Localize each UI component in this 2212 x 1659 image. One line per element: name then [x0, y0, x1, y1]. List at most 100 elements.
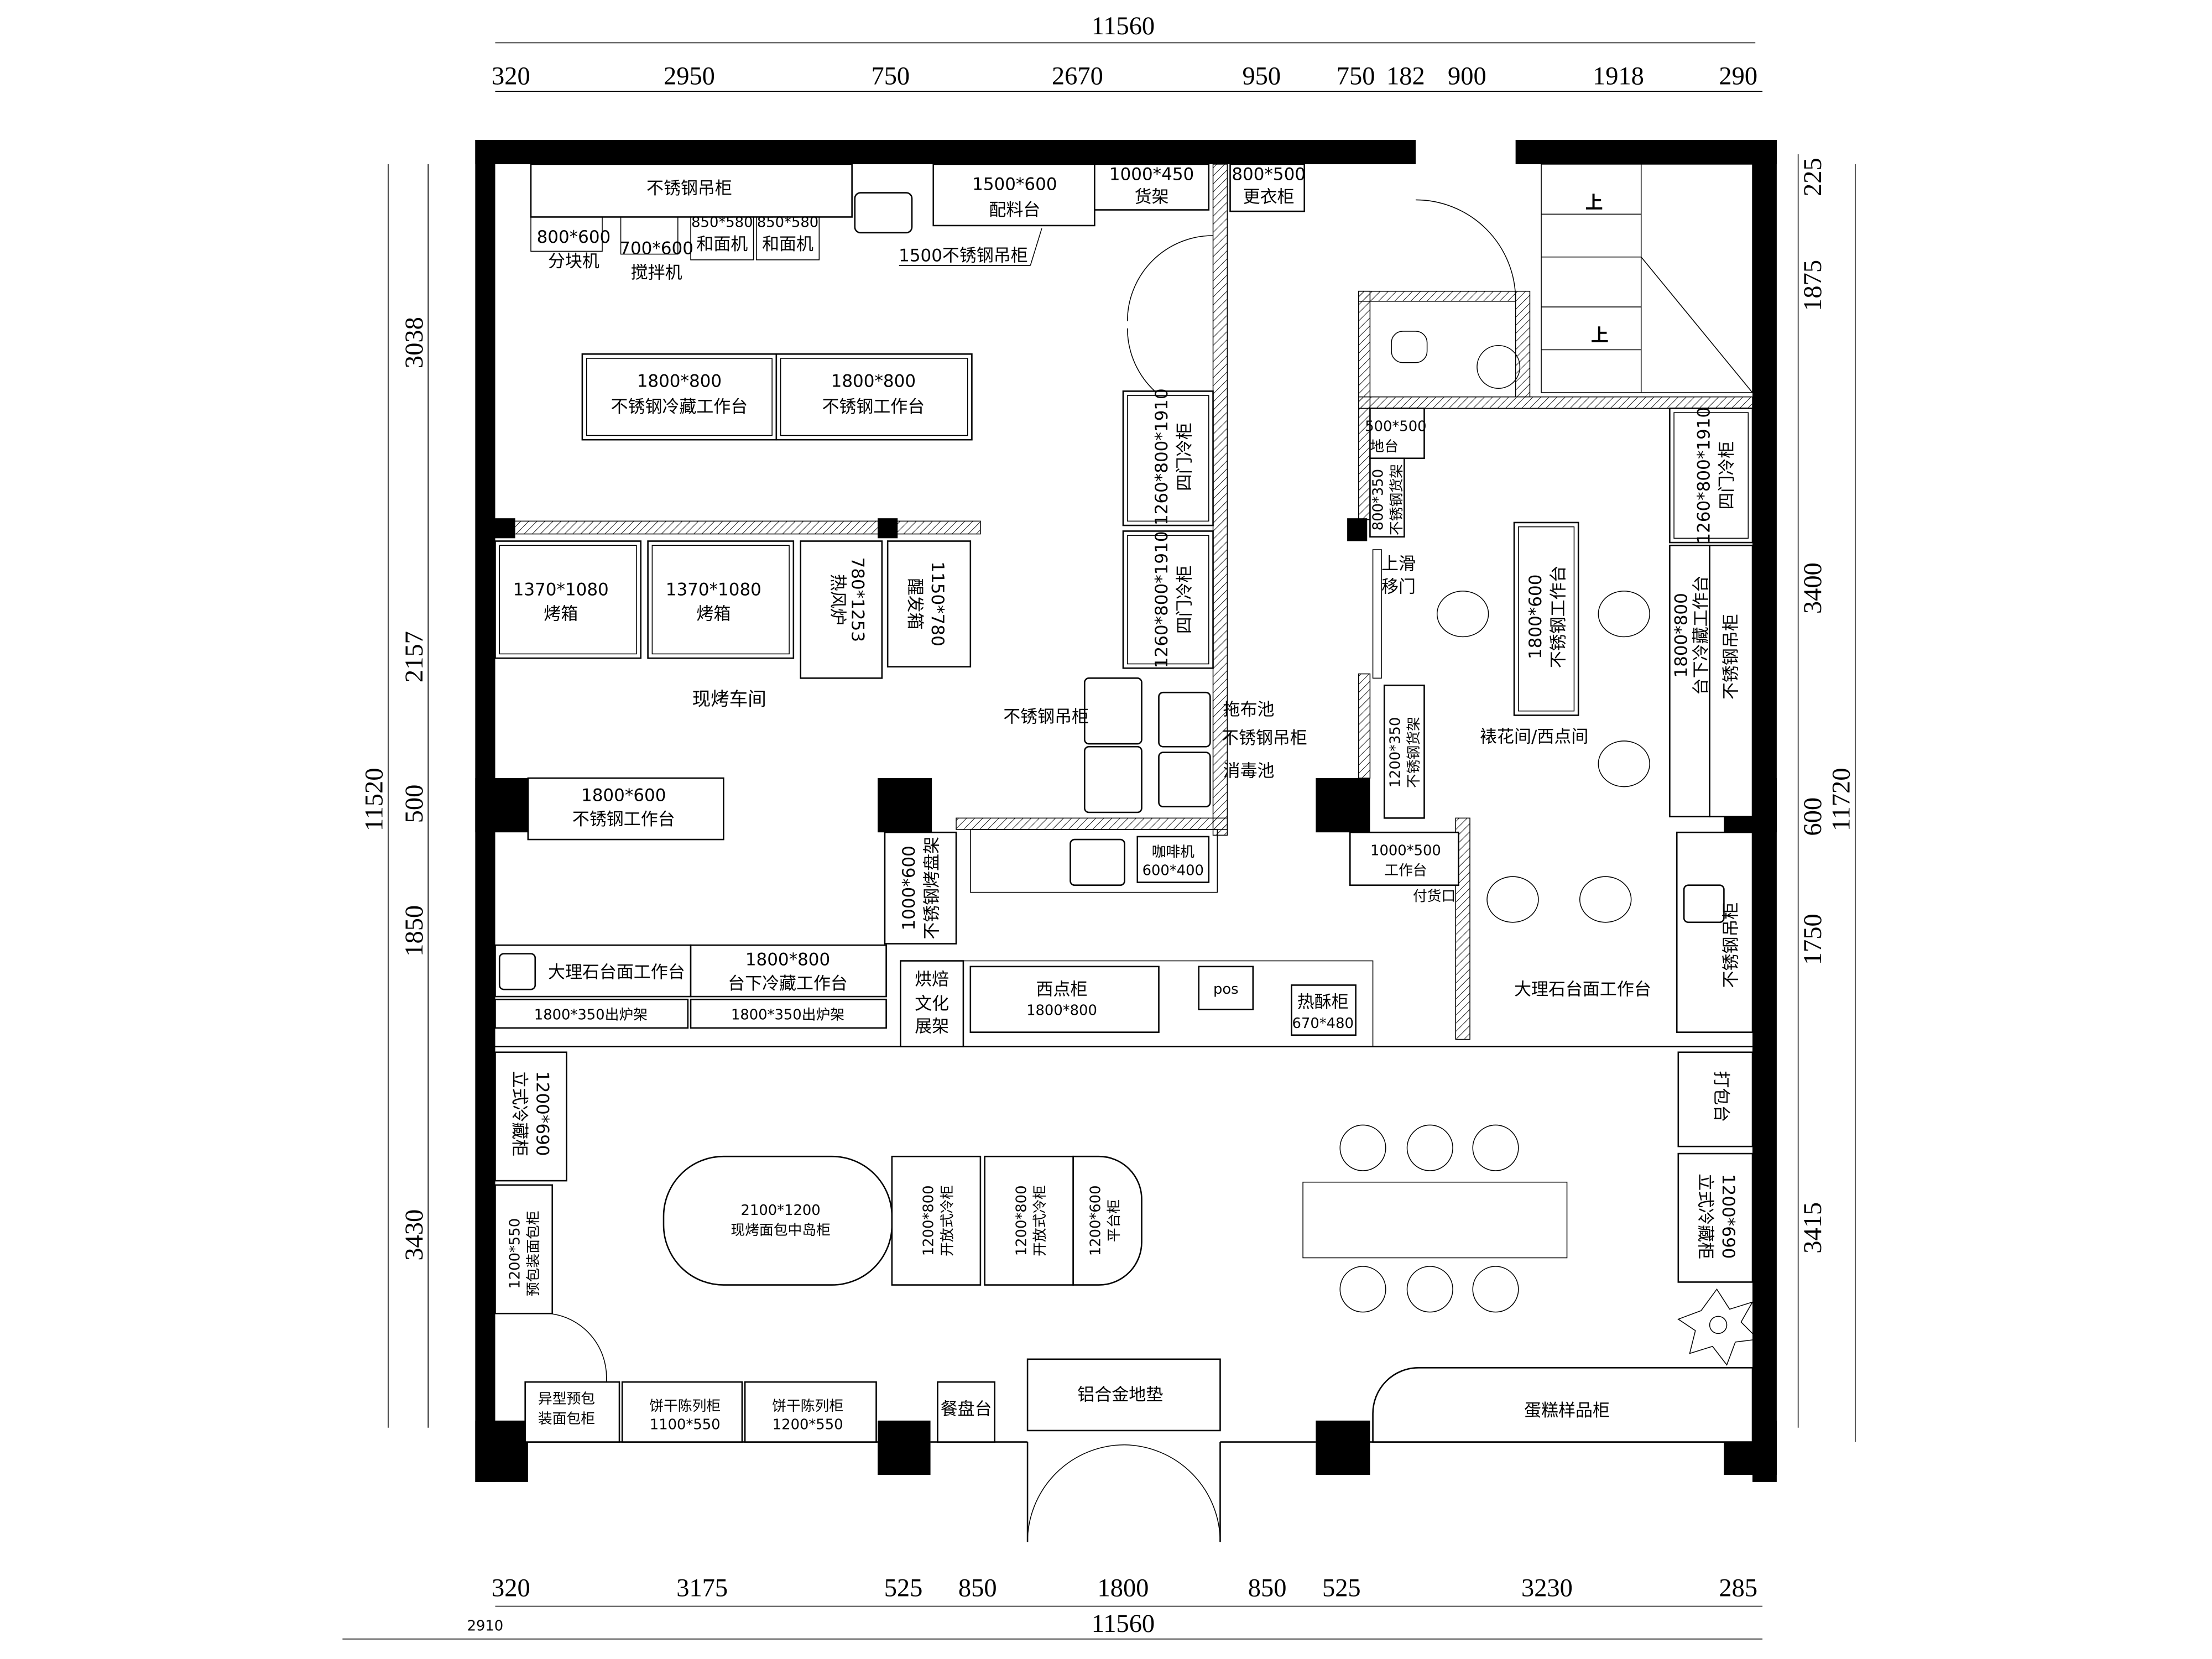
sliding-door-label: 移门: [1381, 577, 1416, 597]
hanging-cabinet-label: 不锈钢吊柜: [646, 179, 732, 199]
pack-table-label: 打包台: [1711, 1071, 1731, 1122]
hanging-cabinet-label: 不锈钢吊柜: [1721, 614, 1741, 700]
under-cold-table-size: 1800*800: [1671, 593, 1691, 677]
squat-toilet-icon: [1391, 331, 1428, 363]
cold-table-name: 不锈钢冷藏工作台: [611, 397, 748, 417]
dim-top: 750: [1337, 62, 1375, 90]
proofer-name: 醒发箱: [905, 578, 925, 630]
fixtures: 不锈钢吊柜 800*600 分块机 700*600 搅拌机 850*580 和面…: [494, 163, 1760, 1443]
restroom: [1391, 331, 1521, 389]
dim-bottom: 285: [1719, 1574, 1757, 1602]
steel-rack-name: 不锈钢货架: [1389, 464, 1405, 535]
coffee-machine-size: 600*400: [1142, 863, 1204, 879]
dim-bottom-total: 11560: [1092, 1610, 1155, 1638]
biscuit-cabinet-size: 1100*550: [650, 1416, 721, 1433]
open-fridge-size: 1200*800: [921, 1185, 937, 1256]
sink-icon: [1070, 838, 1125, 886]
dough-mixer-name: 和面机: [762, 234, 813, 254]
disinfect-sink-label: 消毒池: [1223, 761, 1275, 781]
oven-size: 1370*1080: [513, 580, 609, 600]
divider-name: 分块机: [548, 252, 599, 272]
stairs-up-label: 上: [1591, 326, 1608, 346]
warm-cabinet-size: 670*480: [1292, 1015, 1354, 1032]
top-dimensions: 11560 320 2950 750 2670 950 750 182 900 …: [492, 12, 1757, 90]
fridge-name: 四门冷柜: [1175, 422, 1194, 491]
floor-platform-size: 500*500: [1365, 419, 1426, 435]
pastry-cabinet-name: 西点柜: [1036, 979, 1088, 999]
culture-shelf-label: 展架: [915, 1017, 949, 1037]
upright-fridge-size: 1200*690: [532, 1071, 552, 1156]
dim-top: 950: [1242, 62, 1281, 90]
island-size: 2100*1200: [741, 1202, 821, 1219]
marble-table-label: 大理石台面工作台: [548, 962, 685, 982]
stairs-up-label: 上: [1585, 193, 1603, 213]
biscuit-cabinet-name: 饼干陈列柜: [772, 1398, 843, 1415]
dim-left: 3430: [400, 1209, 429, 1261]
island-name: 现烤面包中岛柜: [731, 1222, 831, 1239]
dim-right: 3400: [1799, 562, 1827, 614]
room-label-decorating-room: 裱花间/西点间: [1480, 727, 1588, 747]
sink-icon: [1683, 884, 1725, 924]
steel-rack-size: 800*350: [1370, 469, 1387, 530]
culture-shelf-label: 烘焙: [915, 969, 949, 989]
dim-left: 2157: [400, 631, 429, 682]
steel-rack-size: 1200*350: [1387, 717, 1404, 788]
worker-figure-icons: [1436, 591, 1650, 923]
pickup-window-label: 付货口: [1413, 888, 1455, 905]
dim-right: 1875: [1799, 260, 1827, 311]
tray-rack-size: 1000*600: [899, 846, 919, 930]
mop-sink-icon: [1158, 691, 1211, 748]
cake-cabinet-label: 蛋糕样品柜: [1524, 1401, 1610, 1421]
dough-mixer-size: 850*580: [691, 214, 753, 231]
tray-rack-name: 不锈钢烤盘架: [922, 837, 942, 940]
open-fridge-name: 开放式冷柜: [939, 1185, 956, 1256]
doors: [1027, 199, 1516, 1542]
dough-mixer-size: 850*580: [757, 214, 818, 231]
pastry-cabinet-size: 1800*800: [1026, 1003, 1097, 1019]
oven-name: 烤箱: [544, 604, 578, 624]
dim-top: 2670: [1052, 62, 1103, 90]
hanging-cabinet: [530, 163, 853, 218]
dim-bottom: 1800: [1098, 1574, 1149, 1602]
disinfect-sink-icon: [1158, 752, 1211, 807]
dim-bottom: 525: [1322, 1574, 1361, 1602]
prep-table-name: 配料台: [989, 200, 1040, 220]
staircase[interactable]: 上 上: [1541, 164, 1753, 393]
cold-table-size: 1800*800: [637, 372, 722, 392]
walls: [475, 140, 1777, 1542]
dim-bottom: 3175: [676, 1574, 728, 1602]
hanging-cabinet-label: 不锈钢吊柜: [1721, 902, 1741, 988]
dim-top: 290: [1719, 62, 1757, 90]
platform-name: 平台柜: [1106, 1199, 1123, 1242]
under-cold-table-size: 1800*800: [745, 950, 830, 969]
decor-table-name: 不锈钢工作台: [1548, 565, 1568, 668]
decor-table-size: 1800*600: [1526, 575, 1546, 659]
shelf-name: 货架: [1135, 187, 1169, 207]
platform-size: 1200*600: [1088, 1185, 1104, 1256]
sliding-door-label: 上滑: [1381, 554, 1416, 574]
open-fridge-size: 1200*800: [1013, 1185, 1030, 1256]
fridge-size: 1260*800*1910: [1694, 407, 1714, 544]
hanging-cabinet-label: 不锈钢吊柜: [1222, 728, 1307, 748]
dim-top: 750: [871, 62, 910, 90]
steel-table-name: 不锈钢工作台: [822, 397, 925, 417]
dim-bottom: 850: [958, 1574, 997, 1602]
warm-cabinet-name: 热酥柜: [1297, 993, 1349, 1013]
under-cold-table-name: 台下冷藏工作台: [1691, 575, 1711, 695]
dim-bottom: 3230: [1521, 1574, 1573, 1602]
oven-name: 烤箱: [696, 604, 731, 624]
fridge-name: 四门冷柜: [1175, 565, 1194, 634]
dim-top: 2950: [664, 62, 715, 90]
wash-basin-icon: [1477, 345, 1521, 389]
mop-sink-label: 拖布池: [1223, 700, 1275, 719]
biscuit-cabinet-size: 1200*550: [773, 1416, 843, 1433]
work-table-name: 工作台: [1384, 863, 1427, 879]
prep-table: [932, 163, 1095, 227]
shelf-size: 1000*450: [1109, 164, 1194, 184]
dim-right: 600: [1799, 797, 1827, 836]
dough-mixer-name: 和面机: [696, 234, 748, 254]
bread-cabinet-size: 1200*550: [507, 1218, 523, 1289]
oven-rack-label: 1800*350出炉架: [534, 1006, 648, 1023]
entrance-mat-label: 铝合金地垫: [1077, 1385, 1163, 1405]
